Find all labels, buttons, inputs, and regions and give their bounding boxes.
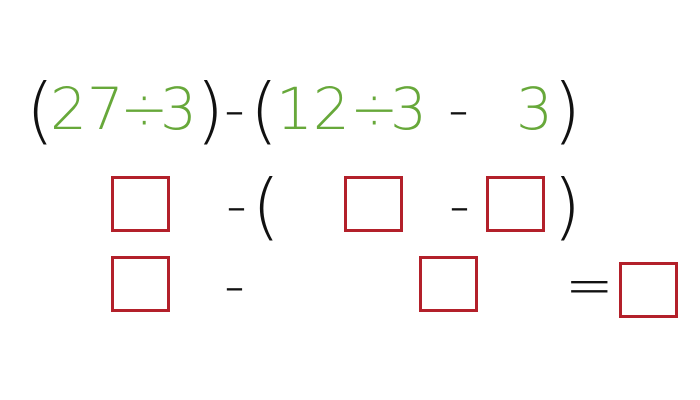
minus-sign: - bbox=[448, 75, 469, 143]
answer-box[interactable] bbox=[111, 256, 170, 312]
close-parenthesis: ) bbox=[553, 68, 582, 152]
answer-box[interactable] bbox=[111, 176, 170, 232]
close-parenthesis: ) bbox=[553, 164, 582, 248]
open-parenthesis: ( bbox=[252, 164, 281, 248]
answer-box[interactable] bbox=[344, 176, 403, 232]
minus-sign: - bbox=[224, 251, 245, 319]
answer-box[interactable] bbox=[419, 256, 478, 312]
number-12: 12 bbox=[276, 75, 350, 143]
open-parenthesis: ( bbox=[250, 68, 279, 152]
minus-sign: - bbox=[224, 75, 245, 143]
number-27: 27 bbox=[50, 75, 124, 143]
number-3: 3 bbox=[516, 75, 553, 143]
number-3: 3 bbox=[160, 75, 197, 143]
close-parenthesis: ) bbox=[196, 68, 225, 152]
division-sign: ÷ bbox=[120, 75, 169, 143]
answer-box[interactable] bbox=[486, 176, 545, 232]
equals-sign: = bbox=[565, 251, 614, 319]
number-3: 3 bbox=[390, 75, 427, 143]
open-parenthesis: ( bbox=[26, 68, 55, 152]
answer-box[interactable] bbox=[619, 262, 678, 318]
minus-sign: - bbox=[226, 171, 247, 239]
division-sign: ÷ bbox=[350, 75, 399, 143]
minus-sign: - bbox=[449, 171, 470, 239]
